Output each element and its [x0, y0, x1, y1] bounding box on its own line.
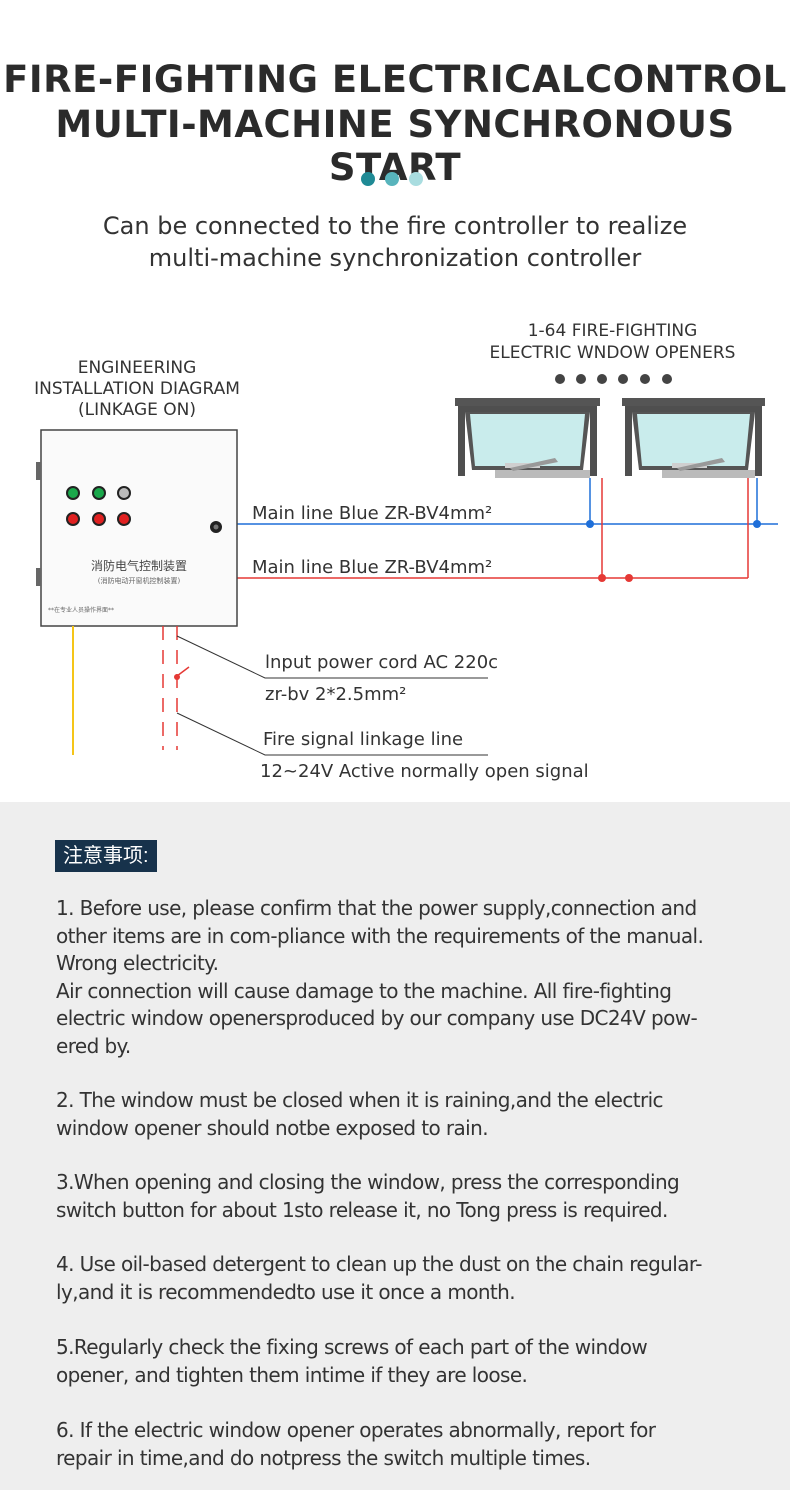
power-cord-spec: zr-bv 2*2.5mm²	[265, 684, 407, 705]
power-cord-label: lnput power cord AC 220c	[265, 652, 499, 673]
notice-item-1-line5: electric window openersproduced by our c…	[56, 1006, 698, 1030]
subtitle-line2: multi-machine synchronization controller	[148, 244, 642, 272]
notice-item-5-line2: opener, and tighten them intime if they …	[56, 1362, 528, 1387]
page-title-line2: MULTI-MACHINE SYNCHRONOUS START	[55, 103, 735, 189]
notice-item-1-line2: other items are in com-pliance with the …	[56, 923, 704, 948]
window-2-icon	[622, 398, 765, 478]
dot-dark	[361, 172, 375, 186]
notice-item-3-line1: 3.When opening and closing the window, p…	[56, 1170, 680, 1194]
notice-item-6: 6. If the electric window opener operate…	[56, 1417, 756, 1472]
window-1-icon	[455, 398, 600, 478]
control-box-title: 消防电气控制装置	[90, 559, 187, 573]
notice-item-1-line3: Wrong electricity.	[56, 951, 219, 975]
opener-count-dots	[555, 374, 672, 384]
notice-item-5-line1: 5.Regularly check the fixing screws of e…	[56, 1335, 648, 1359]
red-main-line	[237, 478, 749, 582]
notice-item-1-line6: ered by.	[56, 1033, 131, 1058]
install-diagram-label: ENGINEERING INSTALLATION DIAGRAM (LINKAG…	[14, 358, 260, 421]
blue-main-line	[237, 478, 778, 528]
notice-item-3-line2: switch button for about 1sto release it,…	[56, 1197, 668, 1222]
install-label-line1: ENGINEERING	[77, 358, 197, 378]
decorative-dots	[361, 172, 423, 186]
dot-light	[409, 172, 423, 186]
header-section: FIRE-FIGHTING ELECTRICALCONTROL MULTI-MA…	[0, 58, 790, 800]
notice-item-2-line2: window opener should notbe exposed to ra…	[56, 1115, 489, 1140]
openers-label-line1: 1-64 FIRE-FIGHTING	[527, 321, 698, 341]
notice-item-4-line1: 4. Use oil-based detergent to clean up t…	[56, 1252, 702, 1276]
control-box	[36, 429, 238, 627]
notice-item-1-line1: 1. Before use, please confirm that the p…	[56, 896, 697, 920]
notice-item-1-line4: Air connection will cause damage to the …	[56, 978, 672, 1003]
red-line-label: Main line Blue ZR-BV4mm²	[252, 557, 493, 578]
control-box-footer: **在专业人员操作界面**	[48, 607, 115, 614]
fire-signal-spec: 12~24V Active normally open signal	[260, 761, 589, 782]
wiring-diagram	[36, 374, 778, 756]
notice-item-5: 5.Regularly check the fixing screws of e…	[56, 1334, 756, 1389]
notice-heading: 注意事项:	[55, 840, 157, 872]
install-label-line3: (LINKAGE ON)	[77, 400, 197, 420]
control-box-subtitle: (消防电动开窗机控制装置)	[97, 577, 181, 585]
dot-mid	[385, 172, 399, 186]
fire-signal-label: Fire signal linkage line	[263, 729, 464, 750]
installation-diagram: 1-64 FIRE-FIGHTING ELECTRIC WNDOW OPENER…	[0, 300, 790, 800]
notice-item-1: 1. Before use, please confirm that the p…	[56, 895, 756, 1060]
notice-item-6-line2: repair in time,and do notpress the switc…	[56, 1445, 591, 1470]
notice-item-3: 3.When opening and closing the window, p…	[56, 1169, 756, 1224]
notice-item-4-line2: ly,and it is recommendedto use it once a…	[56, 1279, 516, 1304]
subtitle-line1: Can be connected to the fire controller …	[102, 212, 688, 240]
notice-item-2: 2. The window must be closed when it is …	[56, 1087, 756, 1142]
blue-line-label: Main line Blue ZR-BV4mm²	[252, 503, 493, 524]
openers-label-line2: ELECTRIC WNDOW OPENERS	[489, 343, 736, 363]
notice-item-6-line1: 6. If the electric window opener operate…	[56, 1418, 656, 1442]
page-title-line1: FIRE-FIGHTING ELECTRICALCONTROL	[3, 58, 787, 101]
notice-item-2-line1: 2. The window must be closed when it is …	[56, 1088, 664, 1112]
cables	[72, 626, 488, 756]
openers-label: 1-64 FIRE-FIGHTING ELECTRIC WNDOW OPENER…	[460, 320, 765, 364]
install-label-line2: INSTALLATION DIAGRAM	[34, 379, 240, 399]
notice-item-4: 4. Use oil-based detergent to clean up t…	[56, 1251, 756, 1306]
notice-section: 注意事项: 1. Before use, please confirm that…	[0, 802, 790, 1490]
